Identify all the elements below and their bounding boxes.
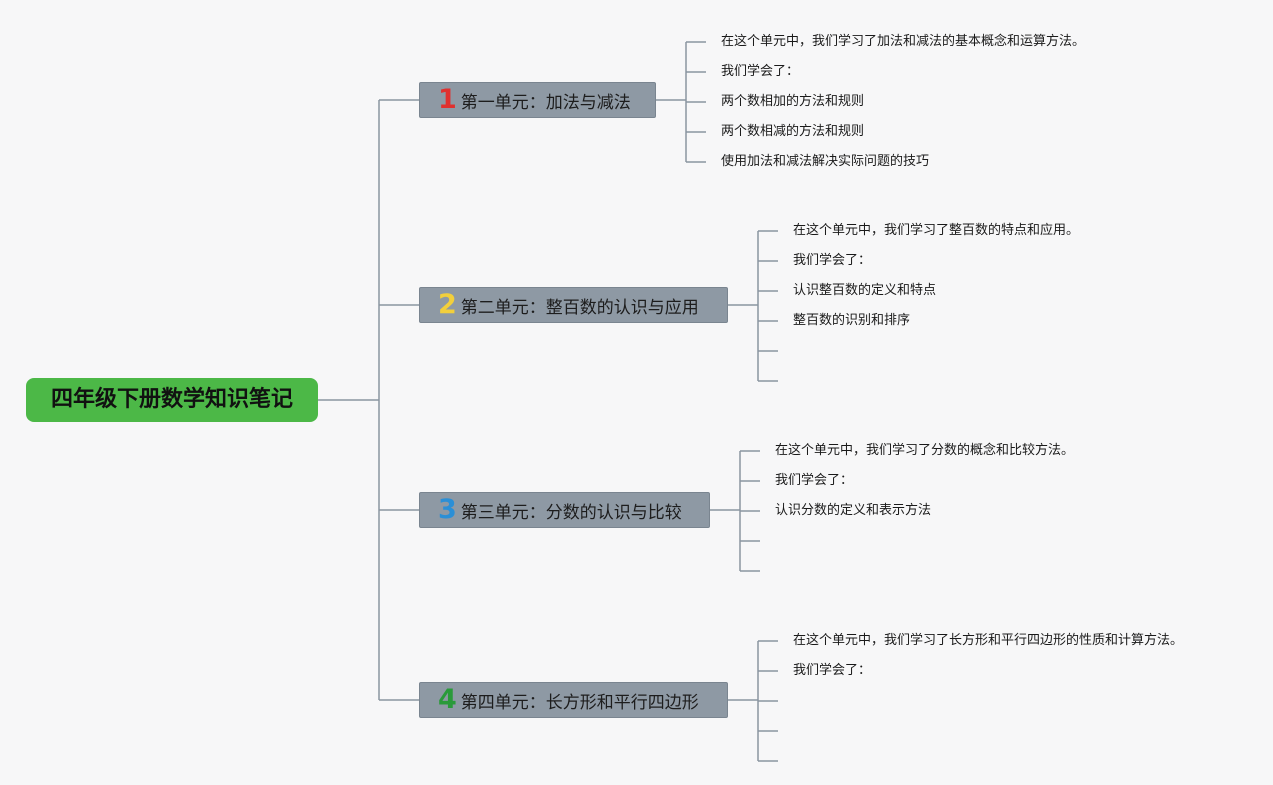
leaf-item[interactable]: 在这个单元中，我们学习了长方形和平行四边形的性质和计算方法。 bbox=[793, 633, 1184, 648]
unit-number: 1 bbox=[438, 84, 457, 115]
leaf-item[interactable]: 两个数相加的方法和规则 bbox=[721, 94, 865, 109]
unit-number: 3 bbox=[438, 494, 457, 525]
leaf-item[interactable]: 我们学会了： bbox=[775, 473, 854, 488]
root-label: 四年级下册数学知识笔记 bbox=[50, 387, 293, 412]
unit-number: 4 bbox=[438, 684, 457, 715]
unit-title: 第二单元：整百数的认识与应用 bbox=[460, 297, 699, 318]
leaf-item[interactable]: 使用加法和减法解决实际问题的技巧 bbox=[721, 154, 930, 169]
unit-title: 第一单元：加法与减法 bbox=[460, 92, 631, 113]
leaf-item[interactable]: 在这个单元中，我们学习了分数的概念和比较方法。 bbox=[775, 443, 1075, 458]
root-node[interactable]: 四年级下册数学知识笔记 bbox=[26, 378, 318, 422]
unit-title: 第三单元：分数的认识与比较 bbox=[460, 502, 682, 523]
unit-title: 第四单元：长方形和平行四边形 bbox=[460, 692, 699, 713]
unit-node-2[interactable]: 2 第二单元：整百数的认识与应用 bbox=[419, 287, 728, 323]
leaf-item[interactable]: 在这个单元中，我们学习了加法和减法的基本概念和运算方法。 bbox=[721, 34, 1086, 49]
leaf-item[interactable]: 认识整百数的定义和特点 bbox=[793, 283, 937, 298]
unit-node-4[interactable]: 4 第四单元：长方形和平行四边形 bbox=[419, 682, 728, 718]
leaf-item[interactable]: 我们学会了： bbox=[793, 253, 872, 268]
unit-node-3[interactable]: 3 第三单元：分数的认识与比较 bbox=[419, 492, 710, 528]
leaf-item[interactable]: 认识分数的定义和表示方法 bbox=[775, 503, 932, 518]
unit-number: 2 bbox=[438, 289, 457, 320]
leaf-item[interactable]: 在这个单元中，我们学习了整百数的特点和应用。 bbox=[793, 223, 1080, 238]
leaf-item[interactable]: 我们学会了： bbox=[721, 64, 800, 79]
leaf-item[interactable]: 整百数的识别和排序 bbox=[793, 313, 911, 328]
unit-node-1[interactable]: 1 第一单元：加法与减法 bbox=[419, 82, 656, 118]
leaf-item[interactable]: 两个数相减的方法和规则 bbox=[721, 124, 865, 139]
leaf-item[interactable]: 我们学会了： bbox=[793, 663, 872, 678]
